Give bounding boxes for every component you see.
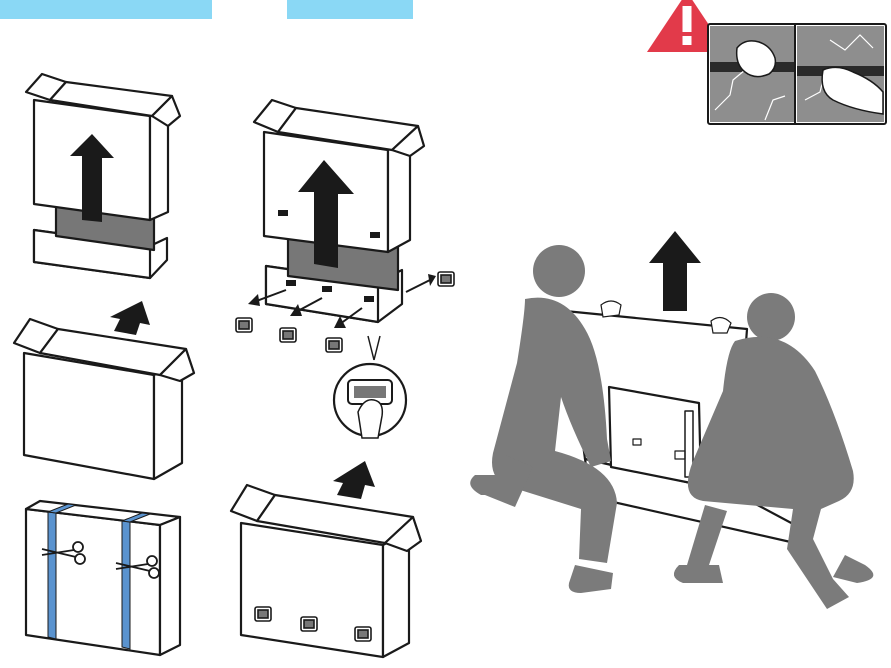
header-tab-left [0,0,212,19]
magnifier-icon [334,336,406,438]
arrow-up-icon [649,231,701,311]
step-unstrap [20,495,190,660]
step-open-top [10,295,200,485]
step-two-person-lift [465,225,891,665]
step-remove-clips [230,90,470,450]
warning-panel [645,0,891,128]
header-tab-right [287,0,413,19]
step-lift-sleeve [22,70,187,285]
arrow-up-icon [333,461,375,499]
screen-handling-illustration [708,24,886,124]
step-lift-sleeve-clips [225,455,435,665]
arrow-up-icon [110,301,150,335]
